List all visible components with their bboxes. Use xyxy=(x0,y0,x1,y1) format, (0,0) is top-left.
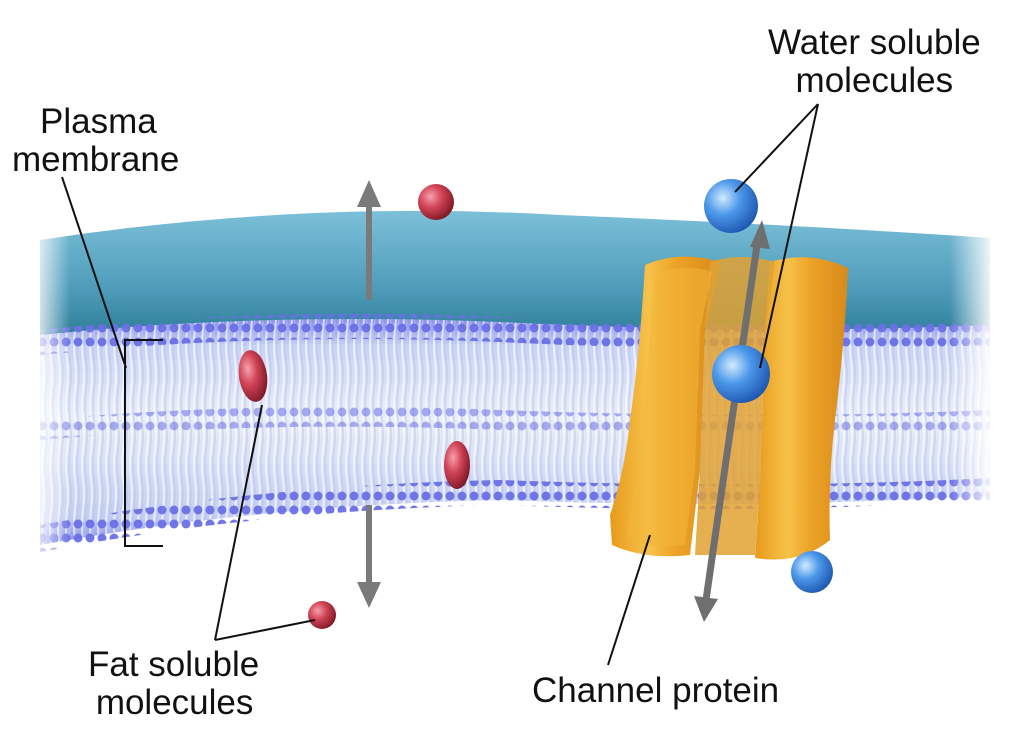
label-plasma-membrane: Plasma membrane xyxy=(12,102,180,179)
label-fat-soluble: Fat soluble molecules xyxy=(88,645,260,722)
fat-molecule xyxy=(308,601,336,629)
water-molecule xyxy=(791,551,833,593)
water-transport-arrow xyxy=(694,220,770,622)
leader-lines xyxy=(61,103,819,666)
fat-molecule xyxy=(444,441,470,489)
lipid-bilayer xyxy=(40,313,990,552)
membrane-bracket xyxy=(124,339,163,547)
water-molecule xyxy=(704,179,758,233)
label-water-soluble: Water soluble molecules xyxy=(768,23,981,100)
label-channel-protein: Channel protein xyxy=(532,671,780,710)
fat-molecule xyxy=(418,184,454,220)
fat-transport-arrow xyxy=(357,180,381,608)
fat-molecule xyxy=(238,350,268,402)
water-molecule xyxy=(712,345,770,403)
channel-protein xyxy=(610,256,848,560)
